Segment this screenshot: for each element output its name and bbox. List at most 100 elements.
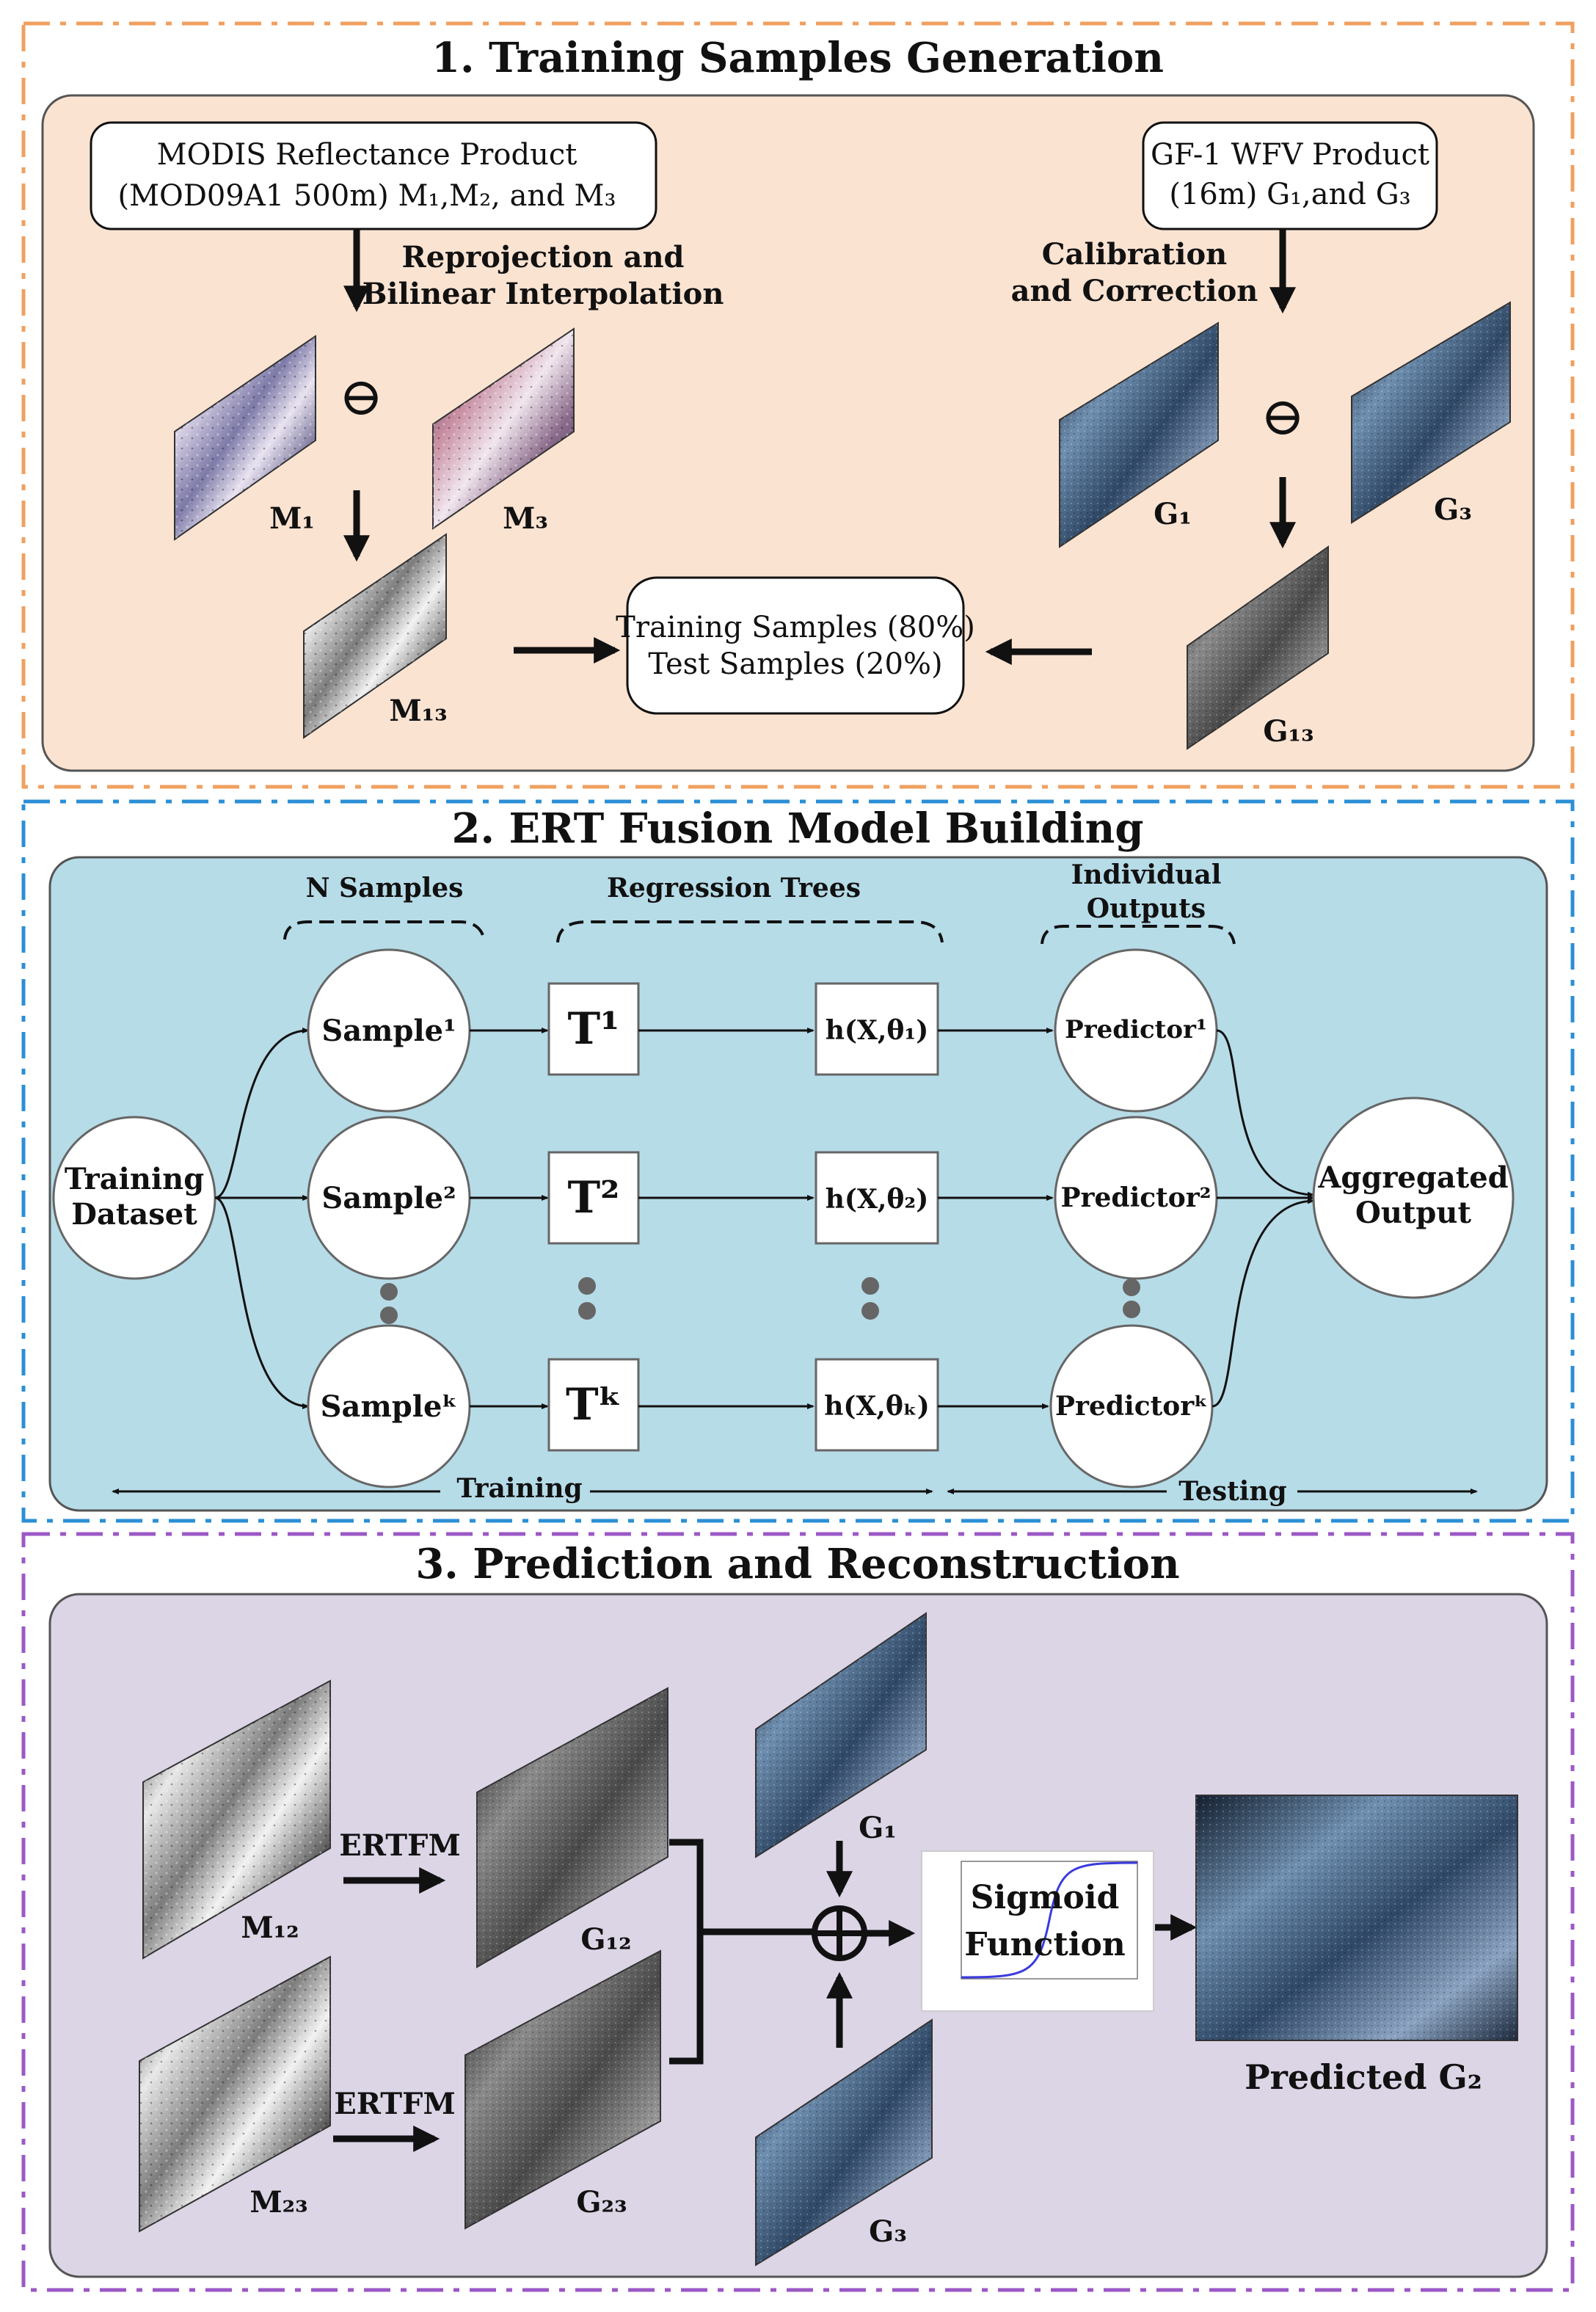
gf1-product-line2: (16m) G₁,and G₃	[1169, 178, 1410, 211]
m23-label: M₂₃	[249, 2185, 307, 2220]
aggregated-output-line2: Output	[1355, 1196, 1471, 1230]
training-samples-line1: Training Samples (80%)	[616, 611, 975, 644]
section1-frame	[21, 21, 1575, 789]
branch-to-sample1	[214, 1028, 310, 1199]
m3-label: M₃	[503, 501, 548, 536]
m23-image	[139, 1955, 331, 2233]
modis-product-line2: (MOD09A1 500m) M₁,M₂, and M₃	[117, 179, 616, 213]
m12-label: M₁₂	[241, 1911, 299, 1945]
ellipsis-dot	[578, 1302, 596, 1320]
section3-title: 3. Prediction and Reconstruction	[415, 1540, 1179, 1588]
predictor2-label: Predictor²	[1060, 1182, 1211, 1213]
aggregated-output-node	[1312, 1097, 1515, 1299]
ellipsis-dot	[861, 1277, 879, 1295]
sigmoid-plot	[961, 1861, 1138, 1980]
g23-image	[464, 1949, 661, 2230]
g1-label: G₁	[1154, 497, 1192, 531]
m13-label: M₁₃	[389, 694, 447, 728]
g3-label-small: G₃	[869, 2214, 907, 2249]
ellipsis-dot	[861, 1302, 879, 1320]
regression-trees-brace	[556, 920, 944, 943]
section2-title: 2. ERT Fusion Model Building	[451, 804, 1143, 853]
ellipsis-dot	[380, 1283, 398, 1301]
predicted-g2-image	[1195, 1795, 1518, 2041]
sample2-label: Sample²	[321, 1181, 456, 1215]
ertfm-top-label: ERTFM	[339, 1828, 460, 1863]
m3-image	[432, 327, 575, 530]
tree2-box	[547, 1151, 640, 1245]
aggregated-output-line1: Aggregated	[1317, 1160, 1508, 1195]
reprojection-label-line1: Reprojection and	[401, 240, 684, 275]
regression-trees-header: Regression Trees	[607, 873, 861, 904]
training-samples-box	[626, 576, 965, 715]
samplek-label: Sampleᵏ	[321, 1389, 458, 1424]
m1-label: M₁	[269, 501, 315, 536]
g12-image	[476, 1687, 668, 1969]
m1-image	[174, 335, 316, 541]
hk-label: h(X,θₖ)	[824, 1391, 930, 1422]
modis-product-box	[90, 121, 657, 230]
h2-box	[815, 1151, 939, 1245]
predictor1-to-aggregated	[1216, 1029, 1315, 1198]
h1-box	[815, 982, 939, 1076]
reprojection-label-line2: Bilinear Interpolation	[362, 277, 724, 311]
predictork-to-aggregated	[1211, 1198, 1315, 1408]
sigmoid-label-line1: Sigmoid	[971, 1879, 1120, 1916]
calibration-label-line2: and Correction	[1011, 274, 1258, 308]
g1-label-small: G₁	[859, 1811, 897, 1845]
g23-label: G₂₃	[576, 2185, 627, 2220]
m12-image	[142, 1679, 331, 1960]
predictork-label: Predictorᵏ	[1055, 1391, 1208, 1422]
section3-panel	[48, 1593, 1548, 2278]
section1-title: 1. Training Samples Generation	[431, 34, 1164, 82]
training-dataset-line1: Training	[65, 1162, 204, 1196]
section3-frame	[21, 1532, 1575, 2292]
n-samples-brace	[283, 920, 486, 942]
ellipsis-dot	[1123, 1301, 1140, 1318]
individual-outputs-header-line1: Individual	[1071, 859, 1222, 890]
ertfm-bottom-label: ERTFM	[334, 2087, 455, 2121]
merge-bracket	[669, 1839, 704, 2065]
g3-image	[1351, 301, 1511, 524]
tree1-box	[547, 982, 640, 1076]
g3-label: G₃	[1434, 492, 1472, 527]
modis-product-line1: MODIS Reflectance Product	[157, 138, 577, 172]
section2-frame	[21, 799, 1575, 1523]
n-samples-header: N Samples	[306, 873, 464, 904]
training-span-label: Training	[456, 1473, 582, 1504]
sigmoid-curve	[961, 1861, 1138, 1979]
treek-box	[547, 1358, 640, 1452]
ellipsis-dot	[380, 1306, 398, 1324]
sample1-label: Sample¹	[321, 1014, 456, 1048]
g12-label: G₁₂	[580, 1922, 631, 1957]
g13-image	[1187, 545, 1329, 750]
predicted-g2-label: Predicted G₂	[1245, 2057, 1482, 2097]
h2-label: h(X,θ₂)	[826, 1184, 928, 1215]
g1-image-small	[755, 1612, 927, 1858]
calibration-label-line1: Calibration	[1042, 237, 1228, 272]
training-dataset-line2: Dataset	[71, 1197, 197, 1232]
oplus-symbol-label: ⊕	[0, 0, 1, 1]
individual-outputs-header-line2: Outputs	[1087, 893, 1206, 924]
h1-label: h(X,θ₁)	[826, 1015, 928, 1046]
gf1-product-line1: GF-1 WFV Product	[1151, 138, 1429, 172]
g1-image	[1059, 321, 1219, 548]
g3-image-small	[755, 2018, 933, 2266]
g13-label: G₁₃	[1263, 714, 1313, 749]
sigmoid-panel	[921, 1850, 1154, 2012]
predictor1-label: Predictor¹	[1065, 1015, 1207, 1044]
individual-outputs-brace	[1041, 925, 1236, 945]
training-samples-line2: Test Samples (20%)	[648, 647, 942, 681]
tree2-label: T²	[568, 1172, 620, 1224]
tree1-label: T¹	[568, 1003, 620, 1055]
testing-span-label: Testing	[1178, 1476, 1286, 1507]
treek-label: Tᵏ	[566, 1379, 622, 1431]
gf1-product-box	[1142, 121, 1438, 230]
branch-to-samplek	[214, 1196, 310, 1409]
m13-image	[303, 533, 447, 739]
hk-box	[815, 1358, 939, 1452]
ellipsis-dot	[1123, 1279, 1140, 1296]
minus-symbol-modis: ⊖	[339, 366, 383, 427]
ellipsis-dot	[578, 1277, 596, 1295]
